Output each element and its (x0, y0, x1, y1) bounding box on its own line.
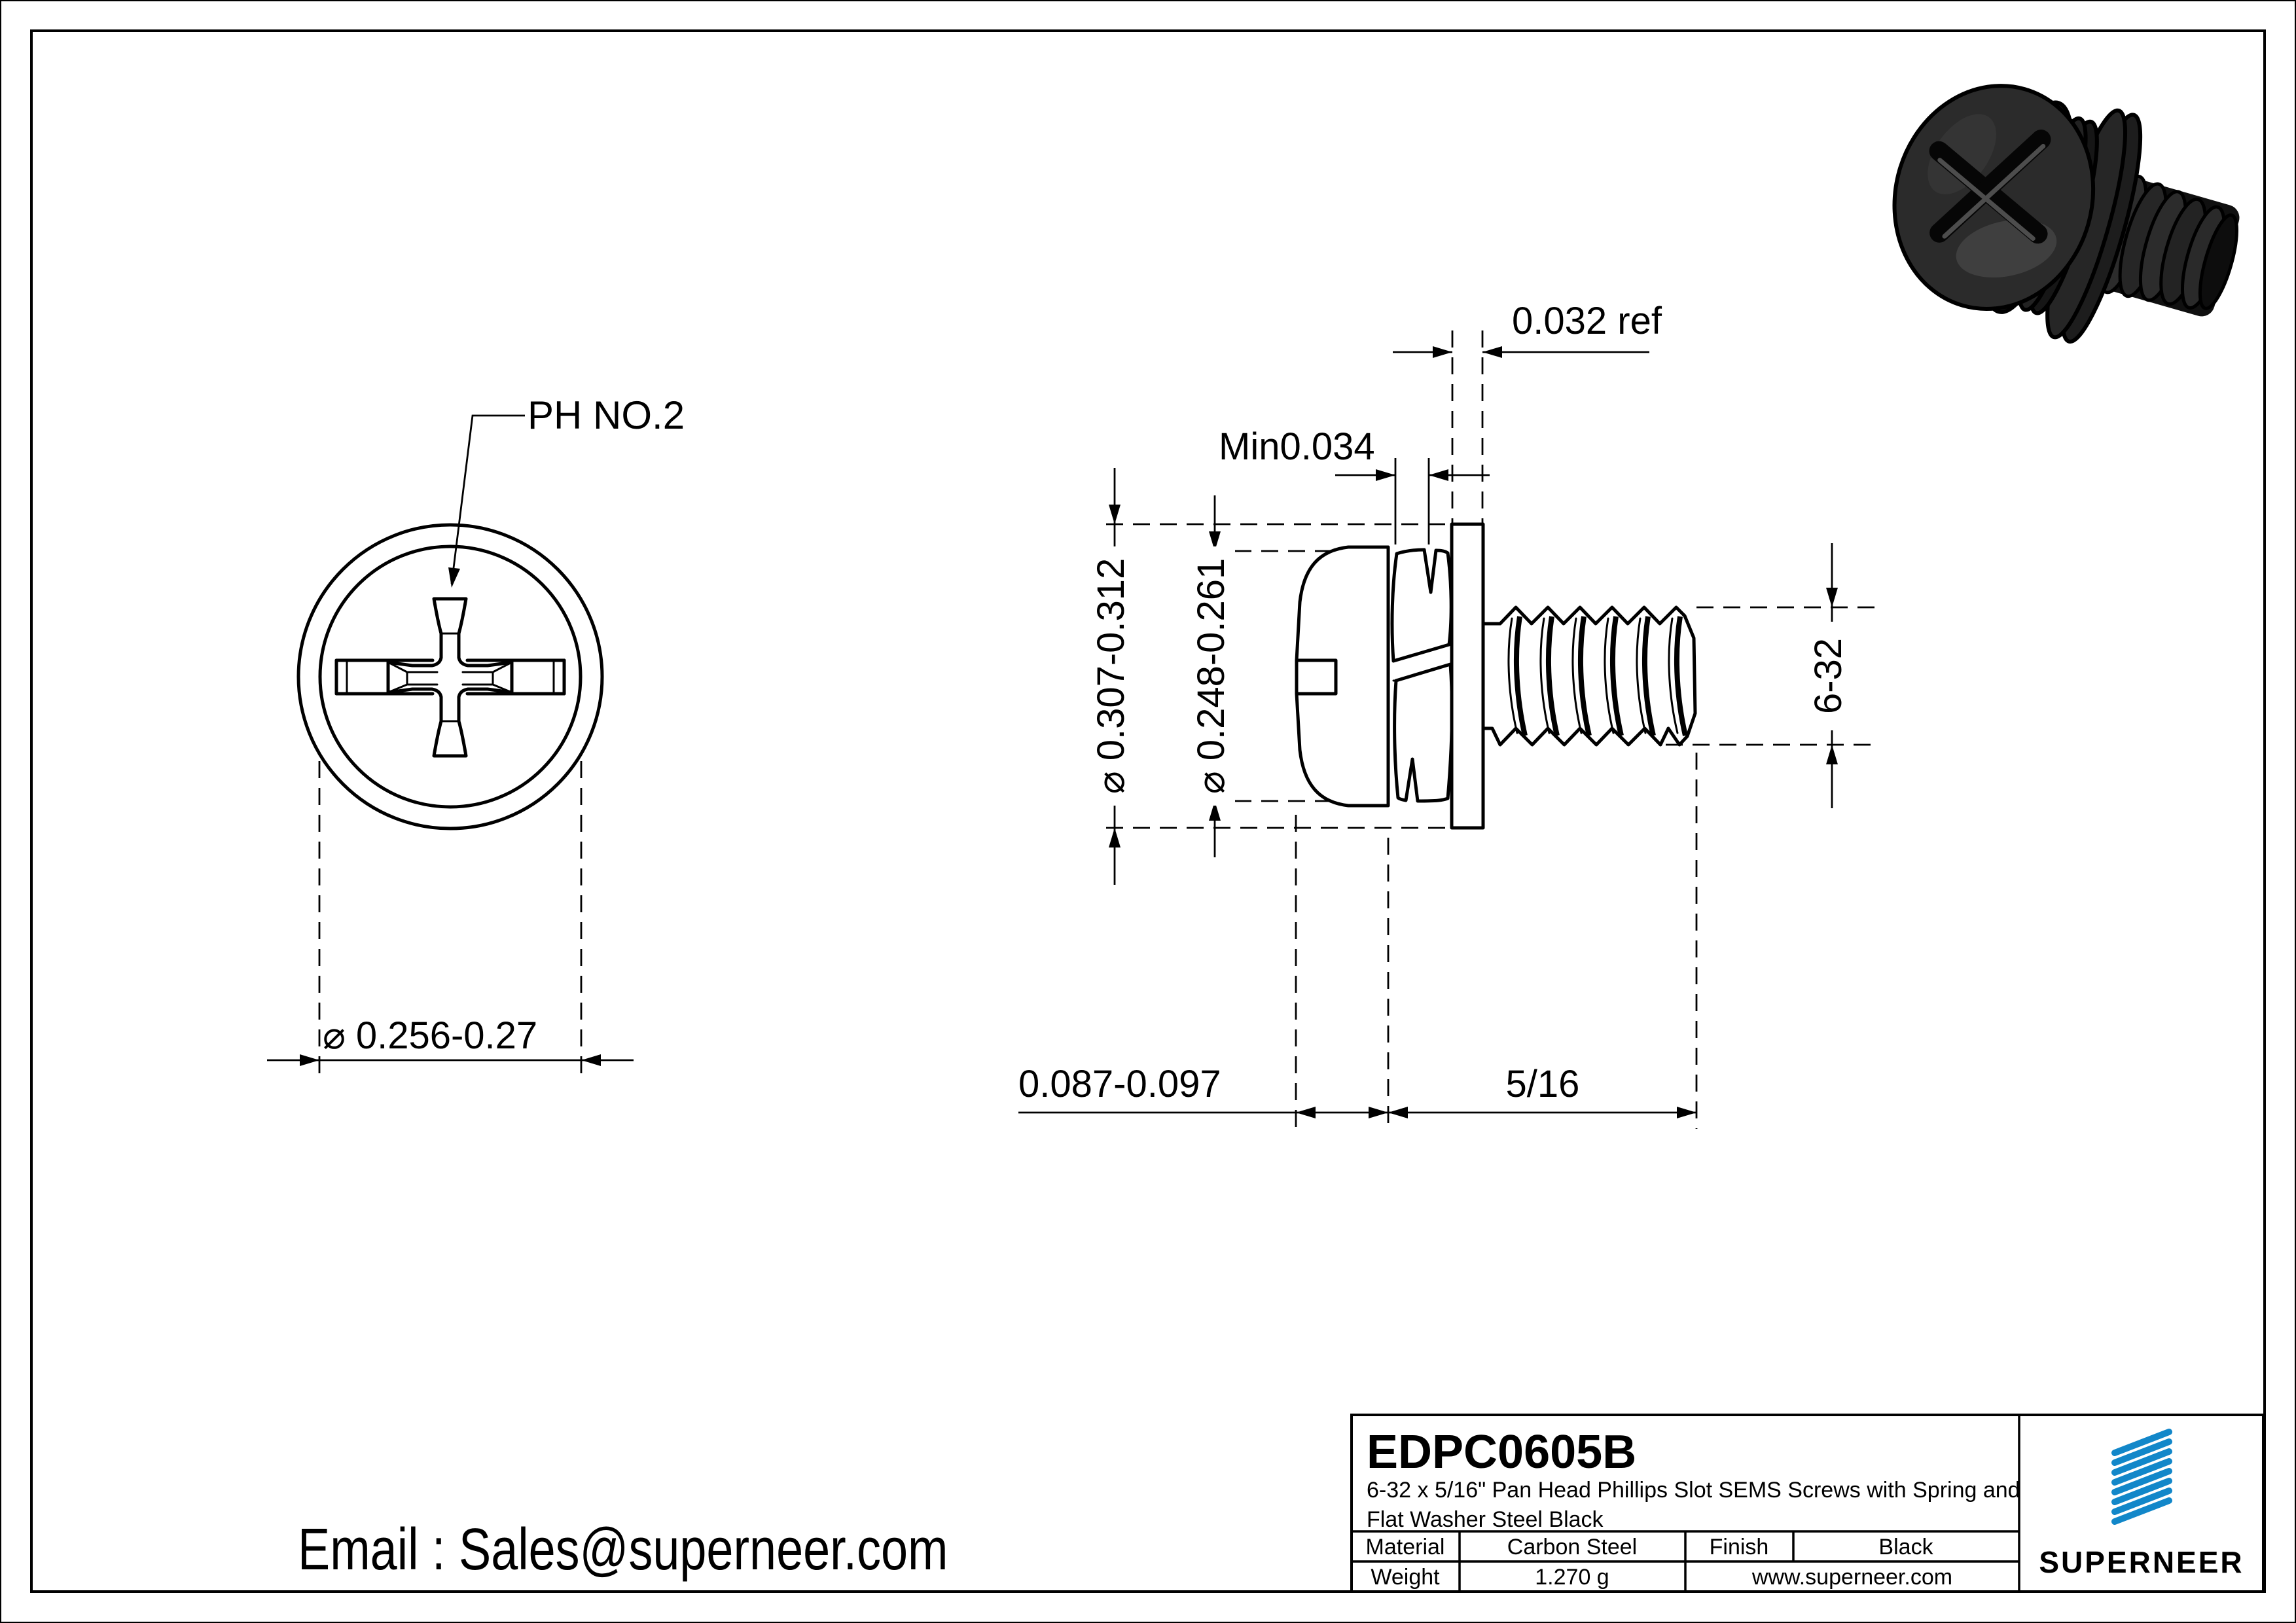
finish-label: Finish (1710, 1535, 1769, 1560)
screw-head-outline-front (318, 544, 583, 809)
svg-text:⌀ 0.248-0.261: ⌀ 0.248-0.261 (1190, 558, 1232, 794)
drive-callout: PH NO.2 (448, 393, 685, 588)
threaded-shank-side (1481, 605, 1697, 747)
arrowhead-icon (581, 1054, 601, 1066)
phillips-cross-3d (1929, 130, 2051, 244)
arrowhead-icon (1482, 346, 1502, 358)
weight-value: 1.270 g (1535, 1565, 1609, 1590)
arrowhead-icon (1296, 1107, 1316, 1118)
material-value: Carbon Steel (1507, 1535, 1637, 1560)
material-label: Material (1366, 1535, 1445, 1560)
svg-text:Min0.034: Min0.034 (1219, 425, 1375, 468)
drive-label: PH NO.2 (528, 393, 685, 437)
svg-text:0.087-0.097: 0.087-0.097 (1018, 1063, 1221, 1105)
svg-text:0.032 ref: 0.032 ref (1512, 300, 1662, 342)
description-line2: Flat Washer Steel Black (1367, 1507, 1604, 1532)
arrowhead-icon (1369, 1107, 1388, 1118)
website-link[interactable]: www.superneer.com (1751, 1565, 1952, 1590)
dim-head-height-and-thread-length: 0.087-0.097 5/16 (1018, 1063, 1696, 1118)
arrowhead-icon (1429, 469, 1448, 481)
arrowhead-icon (1109, 828, 1121, 847)
svg-text:⌀ 0.307-0.312: ⌀ 0.307-0.312 (1090, 558, 1132, 794)
part-number: EDPC0605B (1367, 1426, 1636, 1478)
arrowhead-icon (448, 567, 460, 588)
brand-name: SUPERNEER (2039, 1545, 2244, 1579)
pan-head-side (1295, 545, 1390, 808)
arrowhead-icon (1209, 531, 1221, 551)
arrowhead-icon (1433, 346, 1452, 358)
arrowhead-icon (300, 1054, 319, 1066)
drawing-frame-border (30, 29, 2266, 1593)
description-line1: 6-32 x 5/16" Pan Head Phillips Slot SEMS… (1367, 1478, 2020, 1503)
spring-washer-side (1390, 548, 1454, 803)
arrowhead-icon (1677, 1107, 1696, 1118)
finish-value: Black (1878, 1535, 1933, 1560)
contact-email: Email : Sales@superneer.com (298, 1517, 948, 1582)
flat-washer-side (1450, 522, 1485, 830)
svg-text:5/16: 5/16 (1506, 1063, 1580, 1105)
weight-label: Weight (1371, 1565, 1440, 1590)
screw-3d-render (1892, 84, 2240, 344)
superneer-logo-mark-icon (2111, 1429, 2172, 1525)
arrowhead-icon (1109, 505, 1121, 524)
svg-text:6-32: 6-32 (1807, 638, 1850, 714)
title-block: EDPC0605B 6-32 x 5/16" Pan Head Phillips… (1350, 1414, 2265, 1593)
front-head-diameter-dim: ⌀ 0.256-0.27 (323, 1014, 537, 1057)
dim-spring-washer-od: ⌀ 0.248-0.261 (1188, 495, 1235, 857)
arrowhead-icon (1826, 745, 1838, 764)
dim-flat-washer-od: ⌀ 0.307-0.312 (1088, 468, 1135, 885)
dim-flat-washer-thickness: 0.032 ref (1393, 300, 1662, 358)
front-view: ⌀ 0.256-0.27 (267, 393, 685, 1077)
dim-spring-washer-thickness: Min0.034 (1219, 425, 1490, 481)
dim-thread-size: 6-32 (1805, 543, 1852, 808)
arrowhead-icon (1826, 588, 1838, 607)
arrowhead-icon (1388, 1107, 1408, 1118)
arrowhead-icon (1209, 801, 1221, 821)
arrowhead-icon (1376, 469, 1395, 481)
slot-recess-front (334, 658, 566, 696)
phillips-recess-front (386, 597, 514, 758)
side-view: ⌀ 0.307-0.312 ⌀ 0.248-0.261 Min0.034 0. (1018, 300, 1880, 1129)
